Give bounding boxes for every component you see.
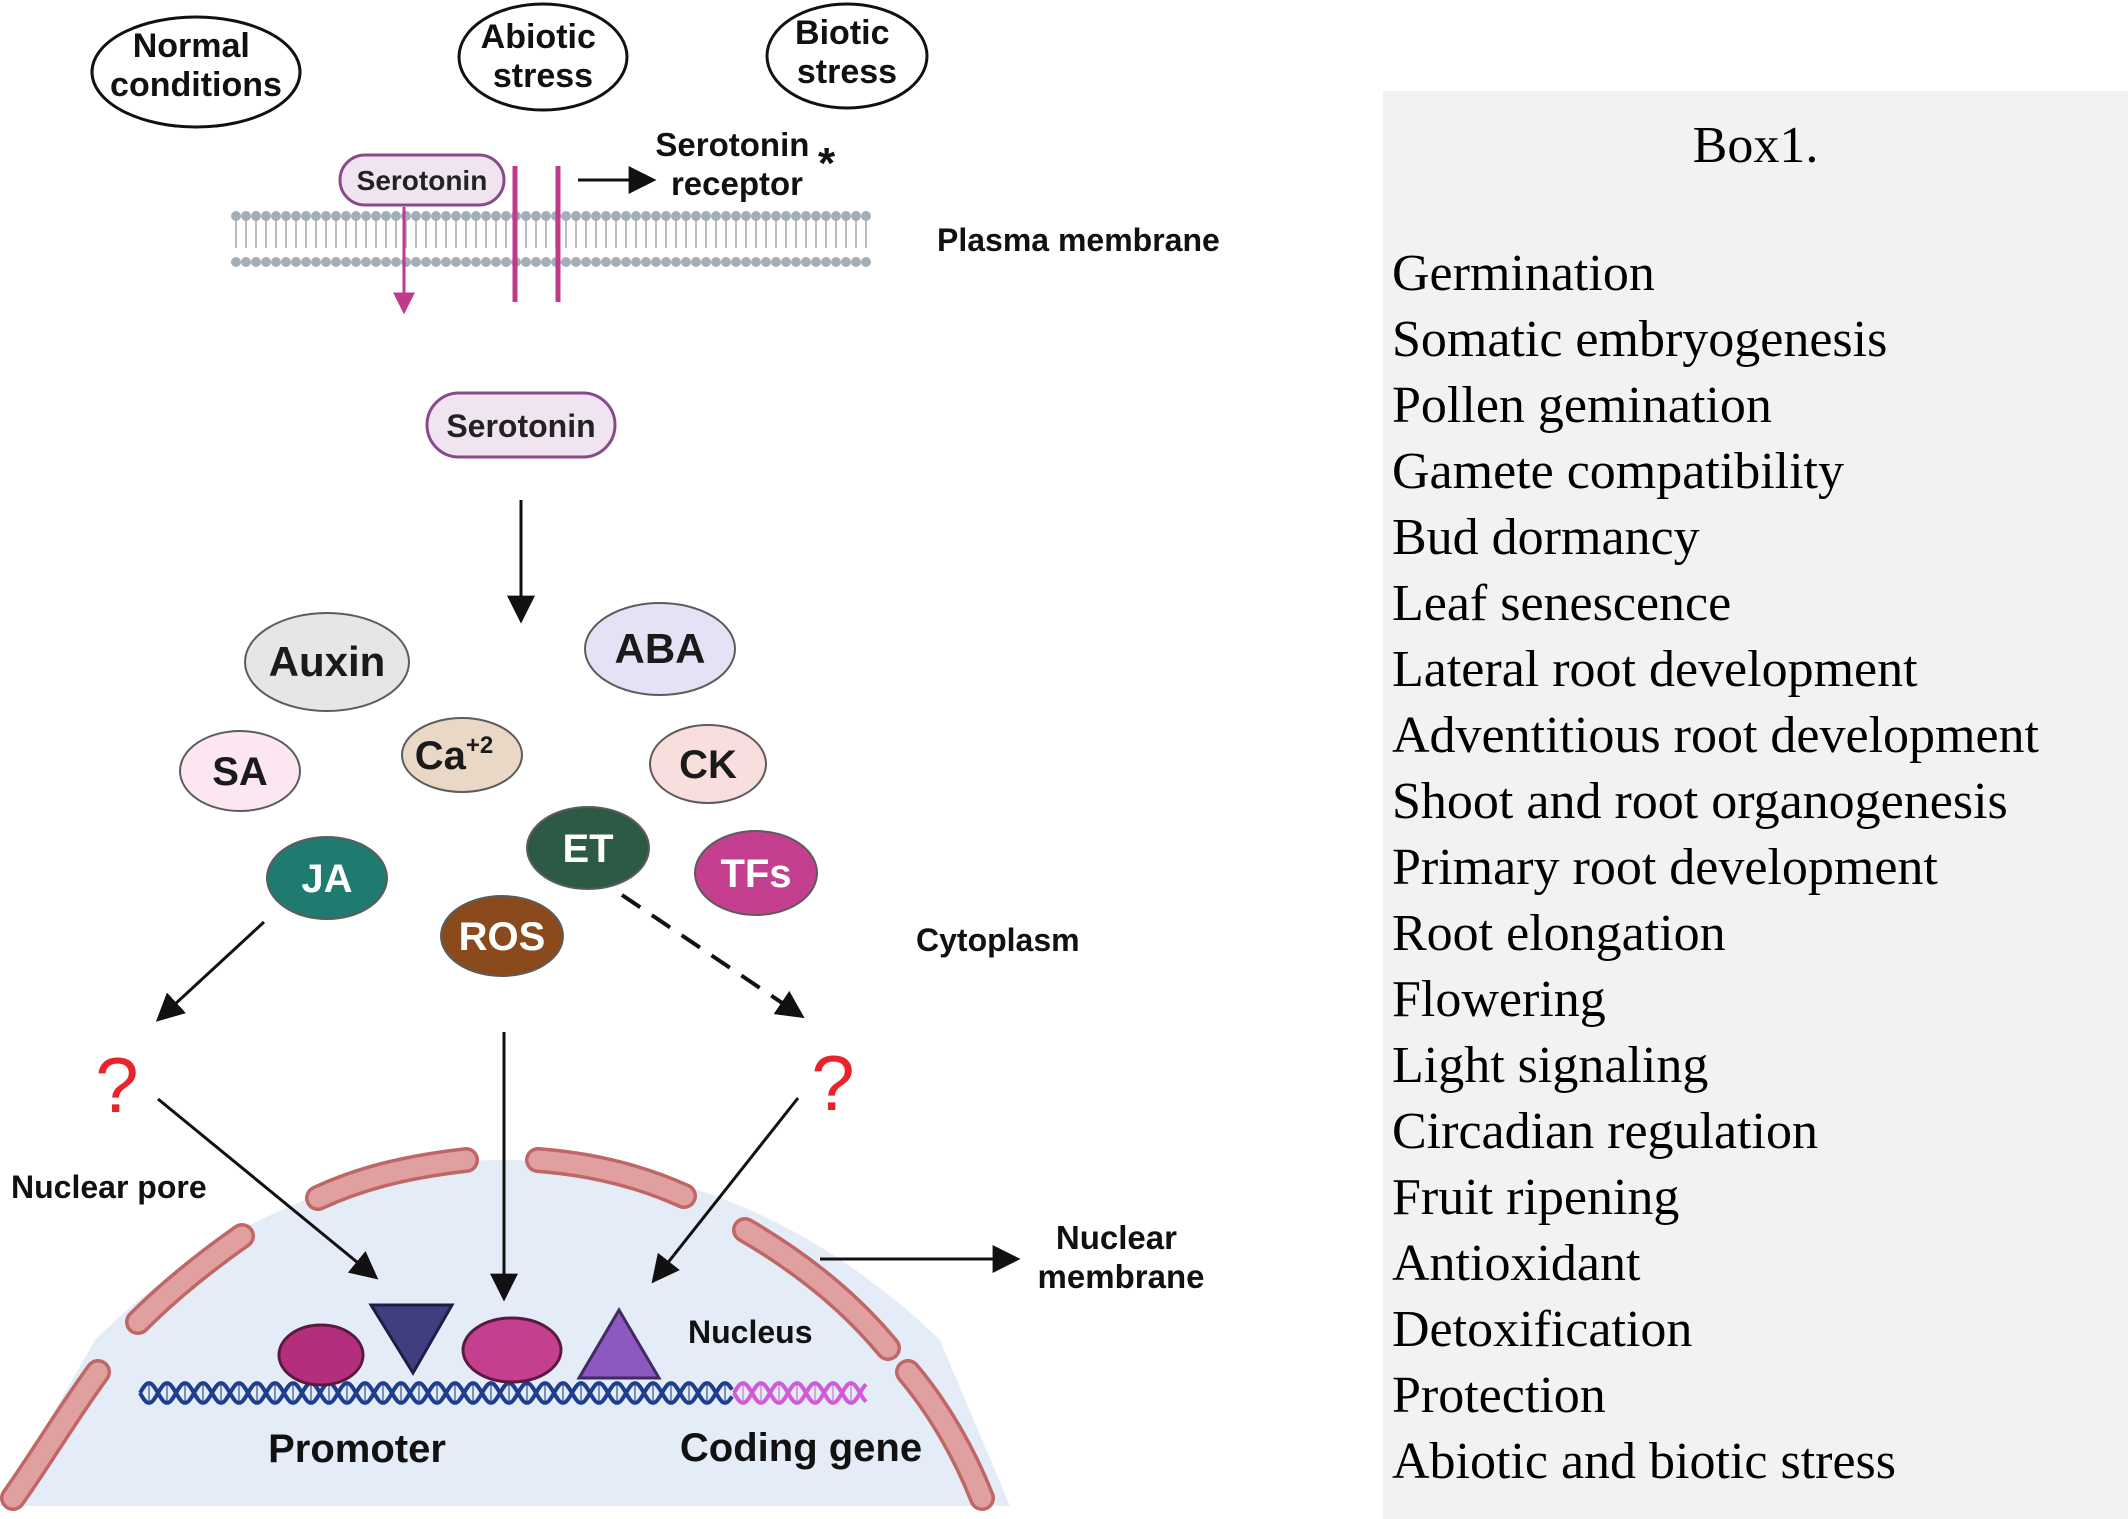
nuclear-pore-label: Nuclear pore (11, 1169, 207, 1205)
box1-item: Somatic embryogenesis (1392, 311, 1888, 368)
signal-ros: ROS (440, 895, 564, 977)
box1-item: Flowering (1392, 971, 1606, 1028)
signal-label: CK (679, 743, 737, 787)
box1-item: Antioxidant (1392, 1235, 1641, 1292)
coding-gene-label: Coding gene (680, 1426, 922, 1470)
stimulus-normal-conditions: Normal conditions (90, 15, 302, 129)
box1-title: Box1. (1692, 117, 1819, 174)
box1-item: Primary root development (1392, 839, 1938, 896)
stimulus-label: Normal (133, 27, 250, 65)
transcription-factor-middle (461, 1316, 563, 1384)
right-unknown-to-promoter-arrow (651, 1097, 800, 1284)
svg-text:Serotonin: Serotonin (357, 165, 488, 196)
signal-ck: CK (649, 724, 767, 804)
signal-ja: JA (266, 836, 388, 920)
box1-item: Root elongation (1392, 905, 1726, 962)
box1-item: Shoot and root organogenesis (1392, 773, 2008, 830)
box1-item: Fruit ripening (1392, 1169, 1680, 1226)
unknown-mediator-left: ? (95, 1041, 138, 1129)
box1-item: Germination (1392, 245, 1655, 302)
signal-label: JA (301, 857, 352, 901)
signal-label: ABA (615, 625, 706, 672)
svg-text:Biotic stress: Biotic stress (795, 14, 899, 91)
transcription-factor-left (277, 1323, 365, 1387)
svg-text:Normal conditions: Normal conditions (110, 27, 282, 104)
stimulus-label: Biotic (795, 14, 889, 52)
box1-item: Lateral root development (1392, 641, 1918, 698)
box1-item: Adventitious root development (1392, 707, 2040, 764)
serotonin-receptor (512, 166, 561, 302)
box1-item: Gamete compatibility (1392, 443, 1844, 500)
serotonin-membrane-bound: Serotonin (338, 153, 506, 207)
transcription-factor-inverted-triangle (368, 1303, 455, 1376)
box1-item: Light signaling (1392, 1037, 1709, 1094)
signaling-molecules: Auxin ABA SA Ca+2 CK ET TFs JA ROS (179, 602, 818, 977)
promoter-label: Promoter (268, 1427, 446, 1471)
signal-label: SA (212, 750, 268, 794)
ja-to-unknown-arrow (155, 920, 266, 1022)
signal-label: ROS (459, 915, 546, 959)
stimulus-biotic-stress: Biotic stress (765, 2, 929, 110)
box1-item: Abiotic and biotic stress (1392, 1433, 1897, 1490)
signal-et: ET (526, 806, 650, 890)
box1-item: Leaf senescence (1392, 575, 1732, 632)
box1-item: Circadian regulation (1392, 1103, 1818, 1160)
stimulus-abiotic-stress: Abiotic stress (457, 2, 629, 112)
plasma-membrane (231, 211, 871, 267)
signal-label: ET (562, 827, 613, 871)
box1-item: Detoxification (1392, 1301, 1693, 1358)
signal-sa: SA (179, 730, 301, 812)
serotonin-cytoplasmic: Serotonin (425, 391, 617, 459)
box1-item: Protection (1392, 1367, 1606, 1424)
dna-strand (138, 1381, 868, 1405)
cytoplasm-label: Cytoplasm (916, 922, 1080, 958)
stimulus-label: Abiotic (481, 18, 596, 56)
box1-item: Pollen gemination (1392, 377, 1772, 434)
signal-auxin: Auxin (244, 612, 410, 712)
serotonin-receptor-label: Serotonin receptor (655, 126, 818, 202)
signal-ca: Ca+2 (401, 717, 523, 793)
unknown-mediator-right: ? (811, 1039, 854, 1127)
signal-aba: ABA (584, 602, 736, 696)
svg-text:Abiotic stress: Abiotic stress (481, 18, 606, 95)
svg-text:Serotonin: Serotonin (446, 408, 595, 444)
transcription-factor-triangle (576, 1307, 662, 1380)
nuclear-membrane-label: Nuclear membrane (1038, 1219, 1205, 1295)
plasma-membrane-label: Plasma membrane (937, 222, 1220, 258)
nuclear-envelope (0, 1147, 995, 1511)
signal-label: TFs (720, 852, 791, 896)
signal-label: Auxin (269, 638, 386, 685)
left-unknown-to-promoter-arrow (157, 1097, 379, 1280)
signal-tfs: TFs (694, 830, 818, 916)
box1-item: Bud dormancy (1392, 509, 1700, 566)
nucleus-label: Nucleus (688, 1314, 812, 1350)
signal-label: Ca+2 (415, 732, 494, 778)
receptor-asterisk: * (818, 139, 836, 188)
